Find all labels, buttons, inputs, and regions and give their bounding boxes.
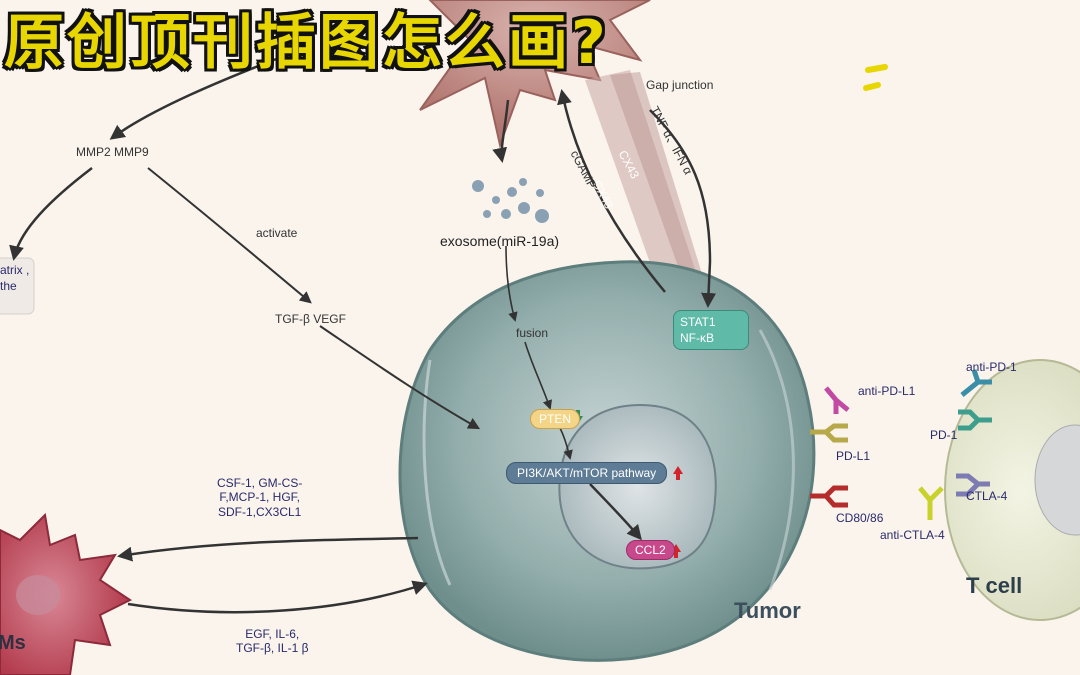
cd80-receptor xyxy=(810,485,848,508)
t-cell-label: T cell xyxy=(966,573,1023,598)
pd-1-label: PD-1 xyxy=(930,428,958,442)
pathway-arrows xyxy=(9,48,717,614)
pd-l1-receptor xyxy=(810,423,848,443)
decor-marks xyxy=(863,64,888,91)
cytokines-in-line-2: TGF-β, IL-1 β xyxy=(236,641,309,656)
gap-junction-label: Gap junction xyxy=(646,78,714,92)
activate-label: activate xyxy=(256,226,298,240)
mmp-label: MMP2 MMP9 xyxy=(76,145,149,159)
macrophage-cell xyxy=(0,512,132,675)
pten-node: PTEN xyxy=(530,409,581,429)
cytokines-out-label: CSF-1, GM-CS- F,MCP-1, HGF, SDF-1,CX3CL1 xyxy=(217,476,302,519)
nfkb-label: NF-κB xyxy=(680,331,714,346)
page-title: 原创顶刊插图怎么画? xyxy=(4,8,609,78)
anti-pd-l1-antibody xyxy=(824,386,850,414)
anti-pd-l1-label: anti-PD-L1 xyxy=(858,384,916,398)
cytokines-out-line-2: F,MCP-1, HGF, xyxy=(219,490,300,505)
tgf-vegf-label: TGF-β VEGF xyxy=(275,312,346,326)
exosome-vesicles xyxy=(472,178,549,223)
anti-ctla-4-antibody xyxy=(918,486,944,520)
dendritic-cell xyxy=(419,0,651,149)
stat1-label: STAT1 xyxy=(680,315,716,329)
pd-l1-label: PD-L1 xyxy=(836,449,871,463)
cd80-label: CD80/86 xyxy=(836,511,884,525)
anti-pd-1-antibody xyxy=(960,369,992,397)
ccl2-node: CCL2 xyxy=(626,540,675,560)
pd-1-receptor xyxy=(958,409,992,431)
stat1-nfkb-node: STAT1 NF-κB xyxy=(673,310,749,351)
cytokines-out-line-1: CSF-1, GM-CS- xyxy=(217,476,303,490)
ctla-4-receptor xyxy=(956,473,990,497)
pi3k-pathway-node: PI3K/AKT/mTOR pathway xyxy=(506,462,668,484)
ctla-4-label: CTLA-4 xyxy=(966,489,1008,503)
gap-junction-beams xyxy=(585,70,710,305)
t-cell xyxy=(944,359,1080,621)
fusion-label: fusion xyxy=(516,326,549,340)
matrix-line-1: atrix , xyxy=(0,263,30,277)
cytokines-in-line-1: EGF, IL-6, xyxy=(245,627,300,641)
exosome-label: exosome(miR-19a) xyxy=(440,233,560,249)
cytokines-in-label: EGF, IL-6, TGF-β, IL-1 β xyxy=(236,627,308,656)
matrix-line-2: the xyxy=(0,278,17,293)
macrophage-label: Ms xyxy=(0,632,26,654)
anti-ctla-4-label: anti-CTLA-4 xyxy=(880,528,945,542)
matrix-label: atrix , the xyxy=(0,263,29,294)
cytokines-out-line-3: SDF-1,CX3CL1 xyxy=(217,504,302,519)
anti-pd-1-label: anti-PD-1 xyxy=(966,360,1017,374)
tumor-label: Tumor xyxy=(734,598,801,623)
